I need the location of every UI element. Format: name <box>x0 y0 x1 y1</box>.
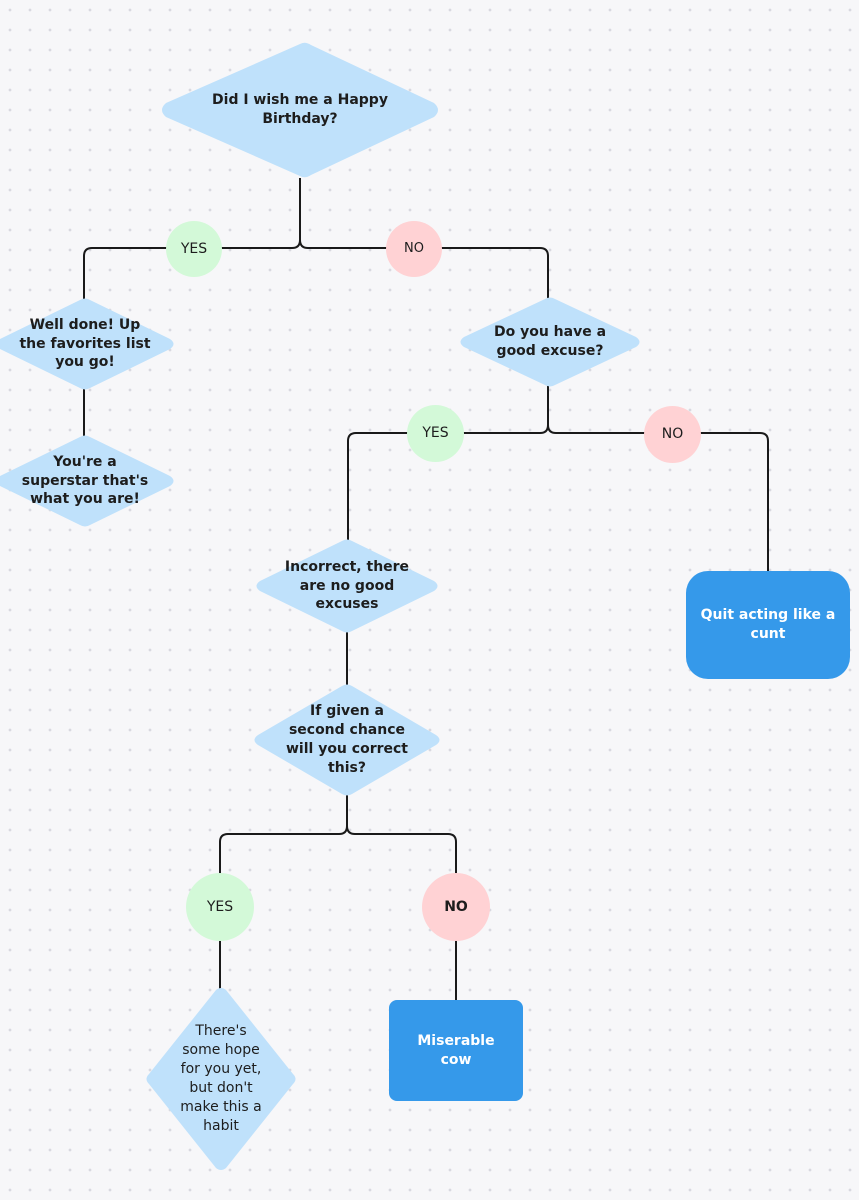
terminal-superstar-label: You're a superstar that's what you are! <box>21 453 149 508</box>
decision-second-chance: If given a second chance will you correc… <box>250 683 444 797</box>
no-badge-1: NO <box>386 221 442 277</box>
decision-birthday-label: Did I wish me a Happy Birthday? <box>212 92 388 127</box>
diamond-shape <box>0 435 174 527</box>
diamond-shape <box>254 684 440 796</box>
no-badge-3-label: NO <box>444 898 468 915</box>
terminal-well-done: Well done! Up the favorites list you go! <box>0 297 178 391</box>
yes-badge-2-label: YES <box>422 425 449 442</box>
terminal-miserable-cow: Miserable cow <box>389 1000 523 1101</box>
step-incorrect: Incorrect, there are no good excuses <box>252 538 442 634</box>
diamond-shape <box>0 298 174 390</box>
no-badge-2: NO <box>644 406 701 463</box>
decision-good-excuse-label: Do you have a good excuse? <box>493 324 607 359</box>
diamond-shape <box>162 42 438 178</box>
yes-badge-1-label: YES <box>180 240 208 257</box>
no-badge-1-label: NO <box>404 241 424 257</box>
terminal-miserable-cow-label: Miserable cow <box>417 1032 495 1068</box>
yes-badge-1: YES <box>166 221 222 277</box>
terminal-some-hope: There's some hope for you yet, but don't… <box>143 986 299 1172</box>
connector-secondchance-split-right <box>346 825 457 1000</box>
diamond-shape <box>460 297 640 387</box>
diamond-shape <box>256 539 438 633</box>
terminal-some-hope-label: There's some hope for you yet, but don't… <box>180 1023 262 1134</box>
decision-second-chance-label: If given a second chance will you correc… <box>285 703 408 776</box>
no-badge-3: NO <box>422 873 490 941</box>
terminal-quit-acting: Quit acting like a cunt <box>686 571 850 679</box>
terminal-quit-acting-label: Quit acting like a cunt <box>700 607 836 642</box>
decision-good-excuse: Do you have a good excuse? <box>456 296 644 388</box>
terminal-well-done-label: Well done! Up the favorites list you go! <box>19 316 151 371</box>
connector-top-right <box>299 239 549 300</box>
yes-badge-3: YES <box>186 873 254 941</box>
terminal-superstar: You're a superstar that's what you are! <box>0 434 178 528</box>
diamond-shape <box>146 988 296 1170</box>
no-badge-2-label: NO <box>661 426 684 443</box>
connector-excuse-right <box>547 424 769 572</box>
decision-birthday: Did I wish me a Happy Birthday? <box>155 40 445 180</box>
step-incorrect-label: Incorrect, there are no good excuses <box>284 558 410 613</box>
yes-badge-2: YES <box>407 405 464 462</box>
yes-badge-3-label: YES <box>206 898 234 915</box>
